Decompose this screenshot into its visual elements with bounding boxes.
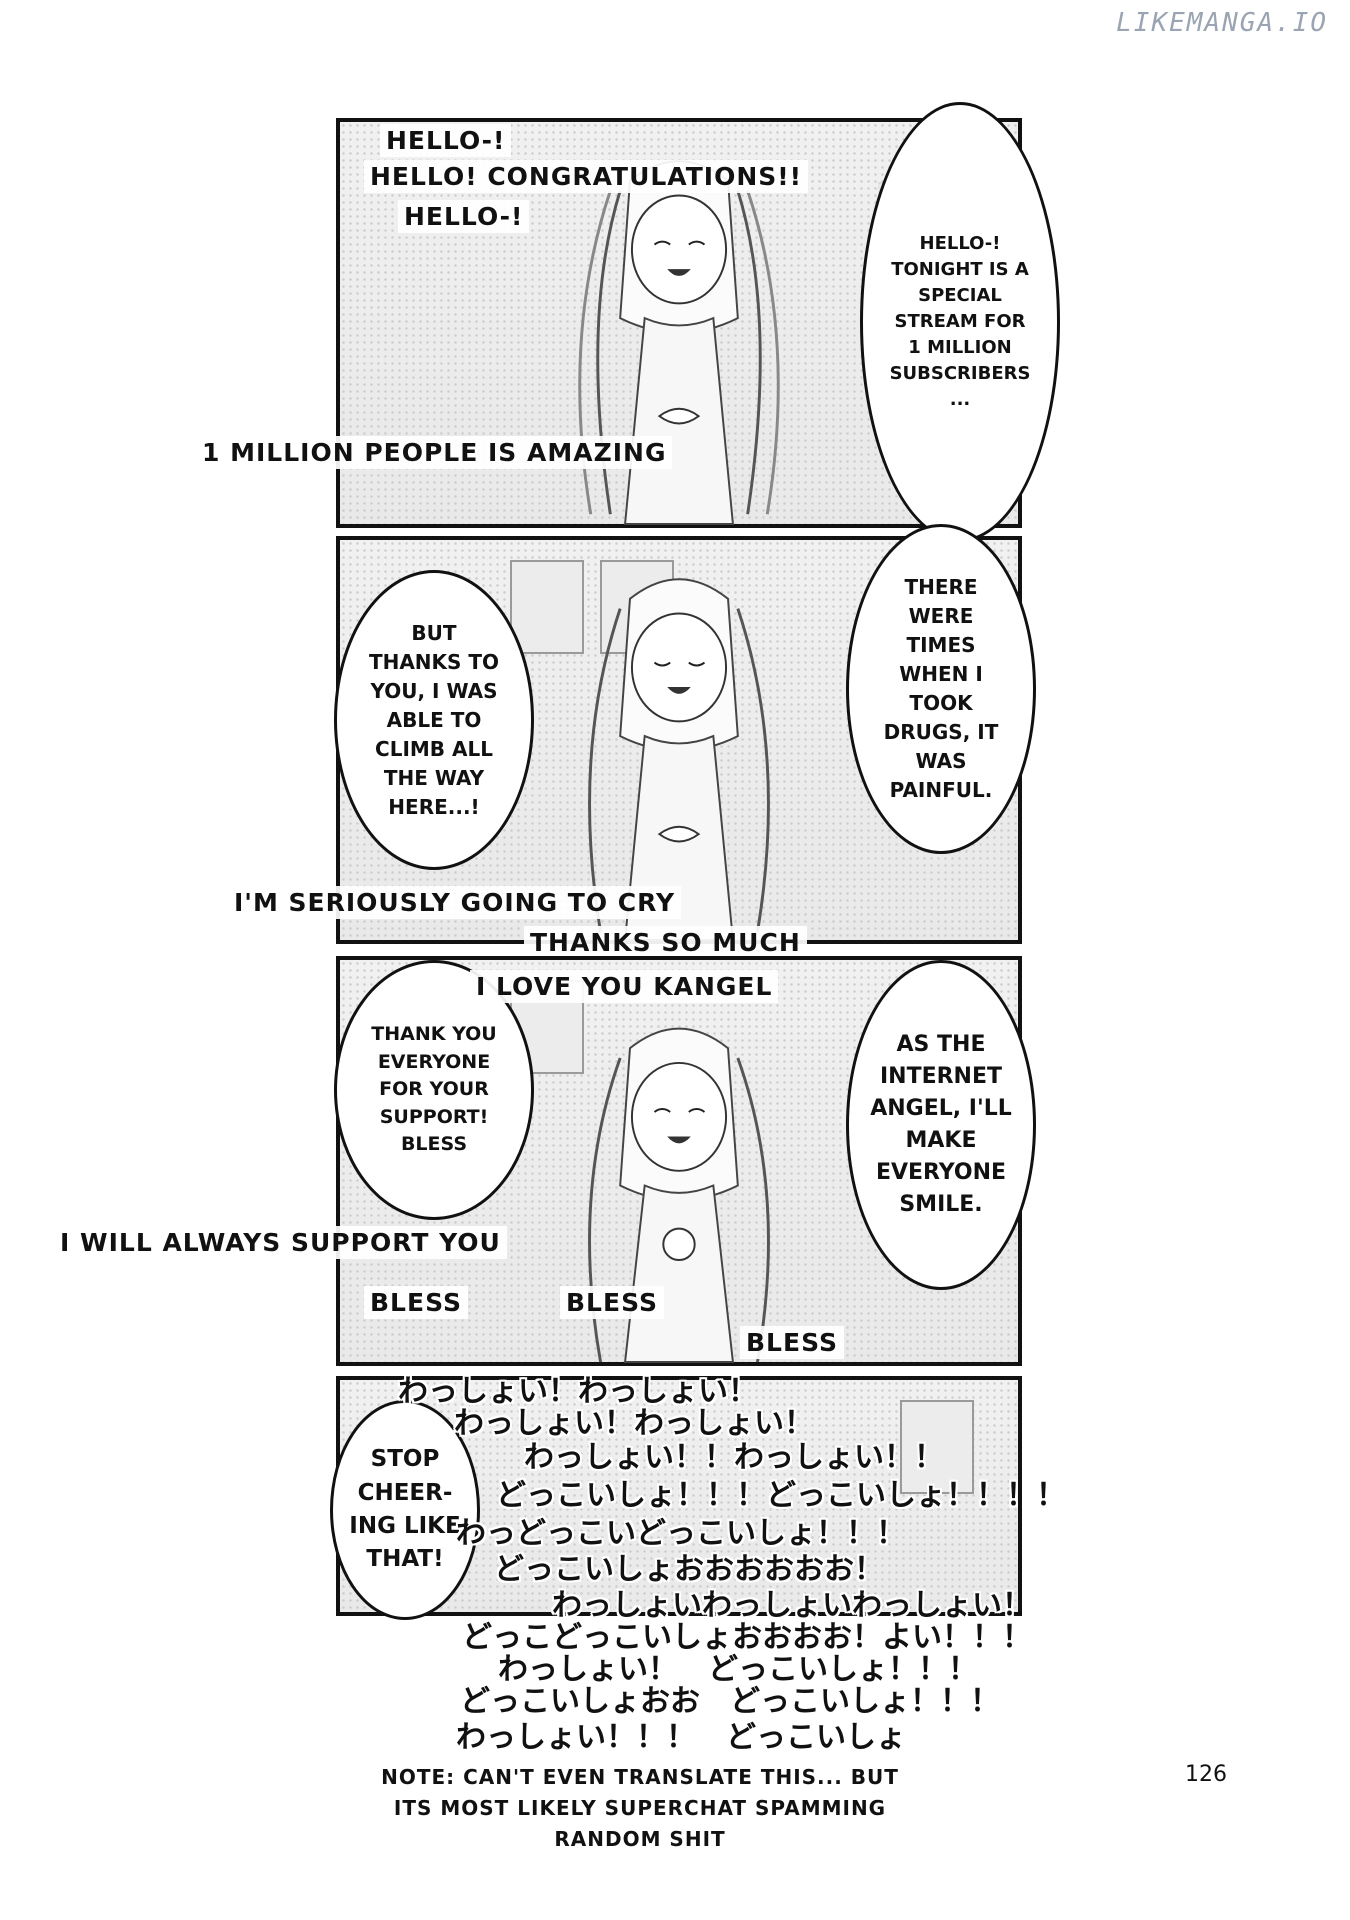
speech-bubble: HELLO-! TONIGHT IS A SPECIAL STREAM FOR … [860, 102, 1060, 542]
chat-message: わっどっこいどっこいしょ！！！ [456, 1516, 906, 1551]
speech-bubble: STOP CHEER- ING LIKE THAT! [330, 1400, 480, 1620]
speech-bubble: THANK YOU EVERYONE FOR YOUR SUPPORT! BLE… [334, 960, 534, 1220]
chat-message: THANKS SO MUCH [524, 926, 807, 959]
chat-message: どっこいしょ！！！どっこいしょ！！！！ [496, 1478, 1066, 1513]
chat-message: わっしょい！わっしょい！ [454, 1406, 814, 1441]
comic-panel-2: BUT THANKS TO YOU, I WAS ABLE TO CLIMB A… [334, 524, 1036, 944]
chat-message: HELLO! CONGRATULATIONS!! [364, 160, 809, 193]
chat-message: わっしょい！！！ どっこいしょ [456, 1720, 906, 1755]
speech-text: THANK YOU EVERYONE FOR YOUR SUPPORT! BLE… [371, 1023, 497, 1156]
speech-bubble: BUT THANKS TO YOU, I WAS ABLE TO CLIMB A… [334, 570, 534, 870]
speech-text: THERE WERE TIMES WHEN I TOOK DRUGS, IT W… [883, 575, 999, 802]
chat-message: BLESS [364, 1286, 468, 1319]
chat-message: わっしょい！！わっしょい！！ [524, 1440, 944, 1475]
chat-message: BLESS [560, 1286, 664, 1319]
speech-text: AS THE INTERNET ANGEL, I'LL MAKE EVERYON… [870, 1032, 1012, 1217]
chat-message: わっしょい！ どっこいしょ！！！ [498, 1652, 978, 1687]
chat-message: BLESS [740, 1326, 844, 1359]
chat-message: I'M SERIOUSLY GOING TO CRY [228, 886, 682, 919]
comic-panel-4: STOP CHEER- ING LIKE THAT! [330, 1376, 1022, 1620]
speech-bubble: AS THE INTERNET ANGEL, I'LL MAKE EVERYON… [846, 960, 1036, 1290]
chat-message: I WILL ALWAYS SUPPORT YOU [54, 1226, 507, 1259]
speech-text: HELLO-! TONIGHT IS A SPECIAL STREAM FOR … [889, 232, 1031, 411]
chat-message: どっこいしょおお どっこいしょ！！！ [460, 1684, 1000, 1719]
chat-message: 1 MILLION PEOPLE IS AMAZING [196, 436, 673, 469]
speech-bubble: THERE WERE TIMES WHEN I TOOK DRUGS, IT W… [846, 524, 1036, 854]
chat-message: I LOVE YOU KANGEL [470, 970, 779, 1003]
speech-text: STOP CHEER- ING LIKE THAT! [349, 1446, 461, 1573]
chat-message: HELLO-! [380, 124, 512, 157]
chat-message: HELLO-! [398, 200, 530, 233]
chat-message: どっこいしょおおおおおお！ [494, 1552, 884, 1587]
girl-illustration [588, 1027, 770, 1363]
chat-message: どっこどっこいしょおおおお！よい！！！ [462, 1620, 1032, 1655]
site-watermark: LIKEMANGA.IO [1116, 8, 1328, 38]
chat-message: わっしょい！わっしょい！ [398, 1374, 758, 1409]
speech-text: BUT THANKS TO YOU, I WAS ABLE TO CLIMB A… [368, 620, 500, 819]
page-number: 126 [1185, 1762, 1227, 1787]
chat-message: わっしょいわっしょいわっしょい！ [552, 1588, 1032, 1623]
translator-note: NOTE: CAN'T EVEN TRANSLATE THIS... BUT I… [381, 1765, 899, 1851]
comic-panel-3: THANK YOU EVERYONE FOR YOUR SUPPORT! BLE… [334, 956, 1036, 1366]
girl-illustration [588, 578, 770, 941]
